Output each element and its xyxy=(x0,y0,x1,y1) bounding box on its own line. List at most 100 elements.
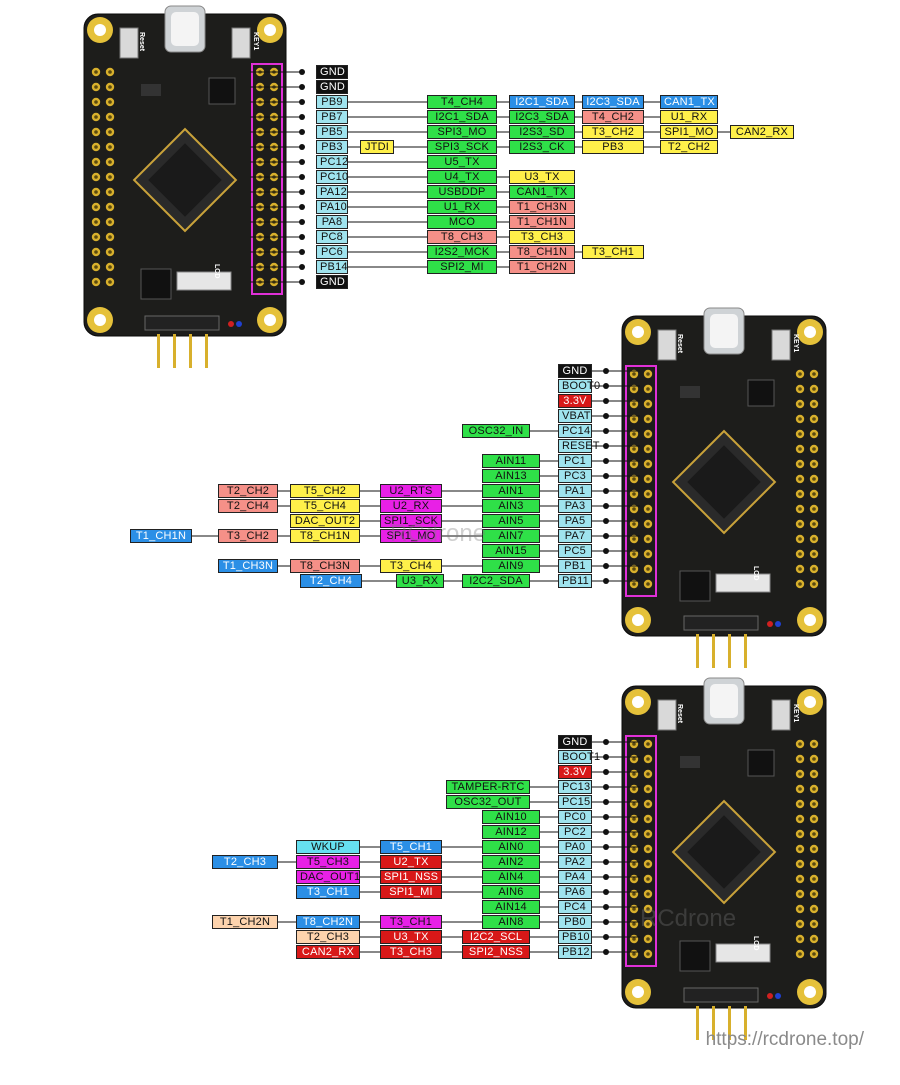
diagram3-header-pin-hole xyxy=(646,817,650,821)
diagram3-header-pin-hole xyxy=(646,847,650,851)
diagram1-function-label: T1_CH3N xyxy=(509,200,575,214)
diagram1-reset-label: Reset xyxy=(138,32,145,52)
diagram2-function-label: T2_CH2 xyxy=(218,484,278,498)
diagram1-function-label: I2S3_CK xyxy=(509,140,575,154)
diagram2-header-pin-hole xyxy=(812,507,816,511)
diagram1-small-ic xyxy=(141,84,161,96)
diagram3-bottom-pin xyxy=(696,1006,699,1040)
diagram2-pin-dot xyxy=(603,443,609,449)
diagram3-header-pin-hole xyxy=(798,877,802,881)
diagram3-header-pin-hole xyxy=(812,742,816,746)
diagram1-lcd-connector xyxy=(176,271,232,291)
diagram1-function-label: U3_TX xyxy=(509,170,575,184)
diagram3-header-pin-hole xyxy=(646,742,650,746)
diagram2-header-pin-hole xyxy=(646,582,650,586)
diagram3-pin-pc15: PC15 xyxy=(558,795,592,809)
diagram1-key-button xyxy=(231,27,251,59)
diagram1-pin-gnd: GND xyxy=(316,80,348,94)
diagram3-bottom-pin xyxy=(728,1006,731,1040)
diagram1-function-label: T1_CH2N xyxy=(509,260,575,274)
diagram3-function-label: T1_CH2N xyxy=(212,915,278,929)
diagram3-header-pin-hole xyxy=(812,922,816,926)
diagram2-pin-dot xyxy=(603,578,609,584)
diagram1-pin-pc8: PC8 xyxy=(316,230,348,244)
diagram2-function-label: U2_RTS xyxy=(380,484,442,498)
diagram1-function-label: U5_TX xyxy=(427,155,497,169)
diagram1-pin-dot xyxy=(299,249,305,255)
diagram2-pin-pc5: PC5 xyxy=(558,544,592,558)
diagram2-pin-dot xyxy=(603,518,609,524)
diagram2-header-pin-hole xyxy=(646,477,650,481)
diagram3-function-label: CAN2_RX xyxy=(296,945,360,959)
diagram2-reset-label: Reset xyxy=(676,334,683,354)
diagram3-header-pin-hole xyxy=(632,892,636,896)
diagram3-header-pin-hole xyxy=(798,937,802,941)
diagram1-header-pin-hole xyxy=(108,205,112,209)
diagram2-header-pin-hole xyxy=(812,462,816,466)
diagram3-pin-pb0: PB0 xyxy=(558,915,592,929)
diagram1-header-pin-hole xyxy=(94,115,98,119)
diagram1-pin-pc10: PC10 xyxy=(316,170,348,184)
diagram3-key-label: KEY1 xyxy=(792,704,799,722)
diagram2-header-pin-hole xyxy=(798,417,802,421)
diagram1-header-pin-hole xyxy=(108,145,112,149)
diagram1-header-pin-hole xyxy=(108,265,112,269)
diagram1-usb-c-inner xyxy=(171,12,199,46)
diagram2-pin-dot xyxy=(603,563,609,569)
diagram2-bottom-pin xyxy=(696,634,699,668)
diagram3-pin-pc4: PC4 xyxy=(558,900,592,914)
diagram2-pin-pa3: PA3 xyxy=(558,499,592,513)
diagram1-header-pin-hole xyxy=(94,160,98,164)
diagram3-function-label: AIN12 xyxy=(482,825,540,839)
diagram2-mount-hole-center xyxy=(804,326,816,338)
diagram2-function-label: AIN15 xyxy=(482,544,540,558)
diagram2-header-pin-hole xyxy=(798,522,802,526)
diagram3-header-pin-hole xyxy=(812,772,816,776)
diagram2-function-label: I2C2_SDA xyxy=(462,574,530,588)
diagram1-bottom-pin xyxy=(189,334,192,368)
diagram3-pin-dot xyxy=(603,889,609,895)
diagram1-pin-dot xyxy=(299,219,305,225)
diagram2-function-label: DAC_OUT2 xyxy=(290,514,360,528)
diagram1-function-label: CAN2_RX xyxy=(730,125,794,139)
diagram1-header-pin-hole xyxy=(108,175,112,179)
diagram3-pin-pa4: PA4 xyxy=(558,870,592,884)
diagram2-function-label: T8_CH1N xyxy=(290,529,360,543)
diagram3-header-pin-hole xyxy=(798,772,802,776)
diagram3-function-label: SPI2_NSS xyxy=(462,945,530,959)
diagram3-pin-dot xyxy=(603,769,609,775)
diagram1-function-label: U4_TX xyxy=(427,170,497,184)
diagram2-header-pin-hole xyxy=(798,447,802,451)
diagram3-header-pin-hole xyxy=(798,757,802,761)
diagram3-key-button xyxy=(771,699,791,731)
diagram2-header-pin-hole xyxy=(632,582,636,586)
diagram1-mount-hole-center xyxy=(94,24,106,36)
diagram3-header-pin-hole xyxy=(812,787,816,791)
diagram2-header-pin-hole xyxy=(812,447,816,451)
diagram2-led-blue xyxy=(775,621,781,627)
diagram1-function-label: T8_CH3 xyxy=(427,230,497,244)
diagram3-pin-pa2: PA2 xyxy=(558,855,592,869)
diagram3-header-pin-hole xyxy=(812,937,816,941)
diagram3-function-label: AIN4 xyxy=(482,870,540,884)
diagram3-pin-boot1: BOOT1 xyxy=(558,750,600,764)
diagram3-pin-pc2: PC2 xyxy=(558,825,592,839)
diagram3-lcd-connector xyxy=(715,943,771,963)
diagram2-function-label: T5_CH2 xyxy=(290,484,360,498)
diagram1-function-label: I2C3_SDA xyxy=(509,110,575,124)
watermark-logo: RCdrone xyxy=(640,905,737,932)
diagram1-header-pin-hole xyxy=(94,190,98,194)
diagram1-pin-dot xyxy=(299,234,305,240)
diagram2-header-pin-hole xyxy=(812,417,816,421)
diagram3-header-pin-hole xyxy=(812,952,816,956)
diagram2-header-pin-hole xyxy=(798,492,802,496)
diagram3-pin-dot xyxy=(603,784,609,790)
diagram1-function-label: T3_CH2 xyxy=(582,125,644,139)
diagram2-header-pin-hole xyxy=(812,492,816,496)
diagram2-pin-dot xyxy=(603,473,609,479)
diagram2-header-pin-hole xyxy=(646,447,650,451)
diagram3-header-pin-hole xyxy=(798,847,802,851)
diagram2-header-pin-hole xyxy=(812,537,816,541)
